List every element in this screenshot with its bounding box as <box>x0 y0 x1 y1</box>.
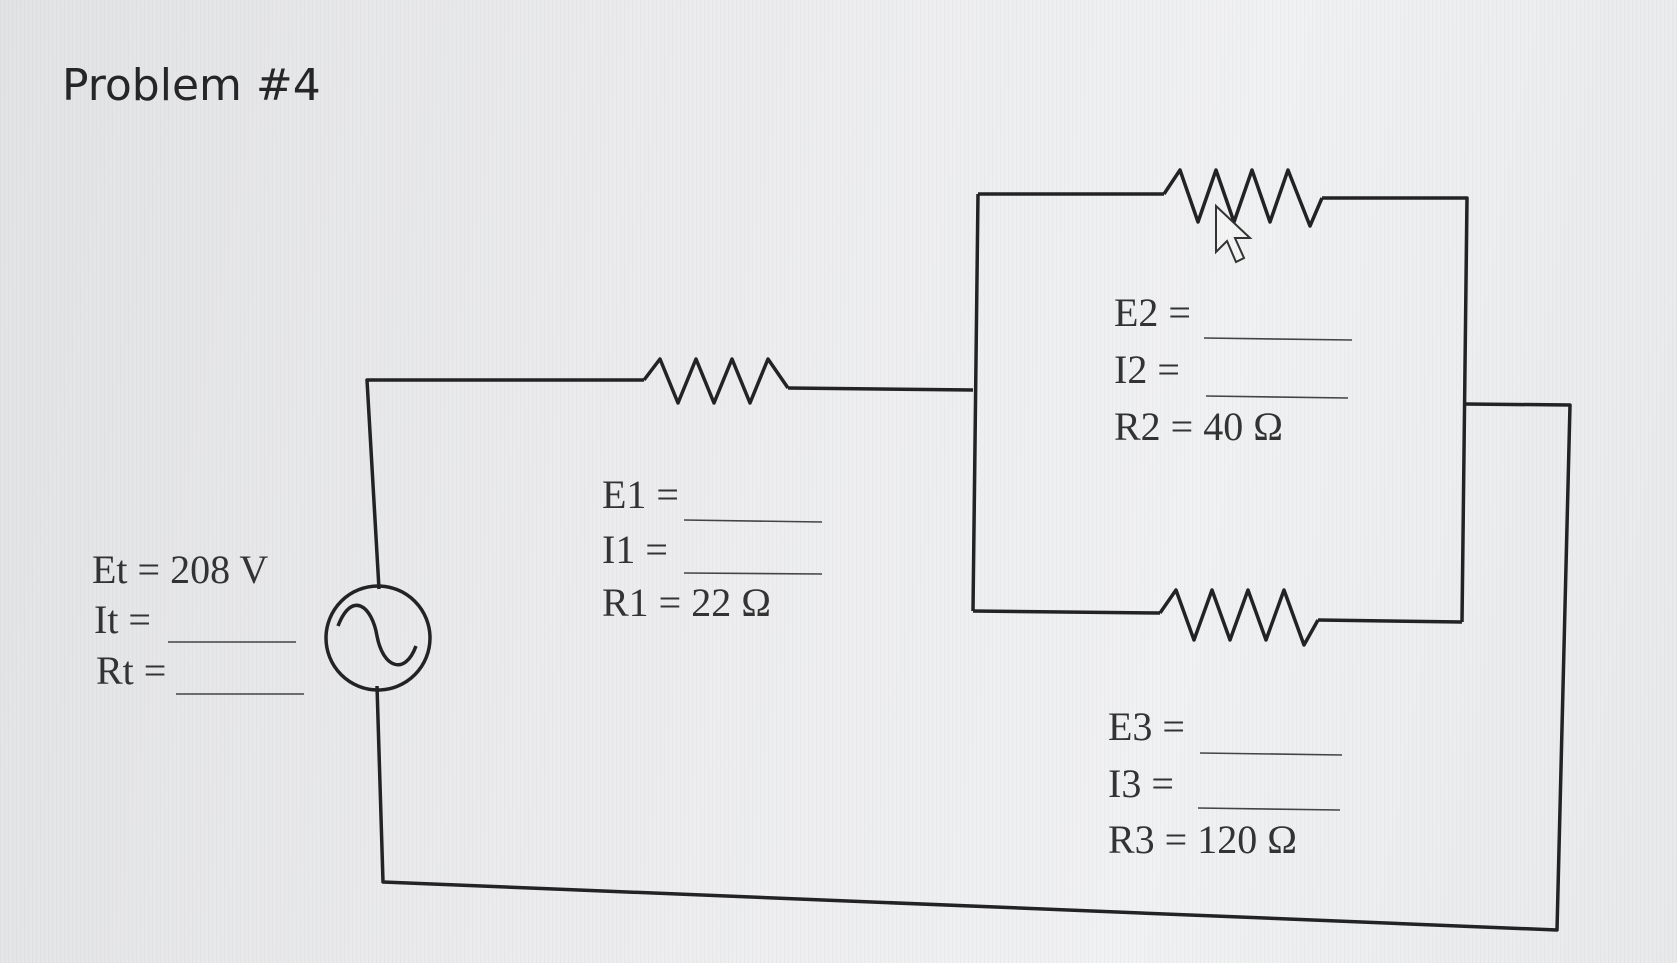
i2-blank <box>1205 395 1349 399</box>
r3-label: R3 = 120 Ω <box>1108 817 1297 862</box>
e3-blank <box>1199 752 1343 756</box>
wire-r3-right <box>1317 618 1463 624</box>
e2-blank <box>1203 337 1353 341</box>
i1-label: I1 = <box>602 527 668 572</box>
r1-label: R1 = 22 Ω <box>602 580 771 625</box>
et-label: Et = 208 V <box>92 547 268 592</box>
e2-label: E2 = <box>1114 290 1191 335</box>
ac-source-icon <box>324 584 432 692</box>
wire-r1-to-junction <box>787 386 974 392</box>
e1-blank <box>683 519 823 523</box>
it-label: It = <box>94 597 151 642</box>
resistor-r1 <box>642 357 790 405</box>
mouse-cursor-icon <box>1215 203 1253 264</box>
resistor-r3 <box>1158 588 1320 647</box>
resistor-r2 <box>1162 168 1324 228</box>
wire-return <box>375 402 1572 932</box>
wire-junction-left <box>971 193 980 612</box>
problem-title: Problem #4 <box>62 60 321 111</box>
sine-wave-icon <box>336 603 418 667</box>
r2-label: R2 = 40 Ω <box>1114 404 1283 449</box>
wire-r2-right <box>1322 196 1469 623</box>
wire-r3-left <box>972 609 1161 615</box>
i1-blank <box>683 572 823 575</box>
rt-label: Rt = <box>96 648 166 693</box>
i3-label: I3 = <box>1108 761 1174 806</box>
e3-label: E3 = <box>1108 704 1185 749</box>
wire-source-top <box>365 378 644 590</box>
i3-blank <box>1197 807 1341 811</box>
i2-label: I2 = <box>1114 347 1180 392</box>
e1-label: E1 = <box>602 472 679 517</box>
